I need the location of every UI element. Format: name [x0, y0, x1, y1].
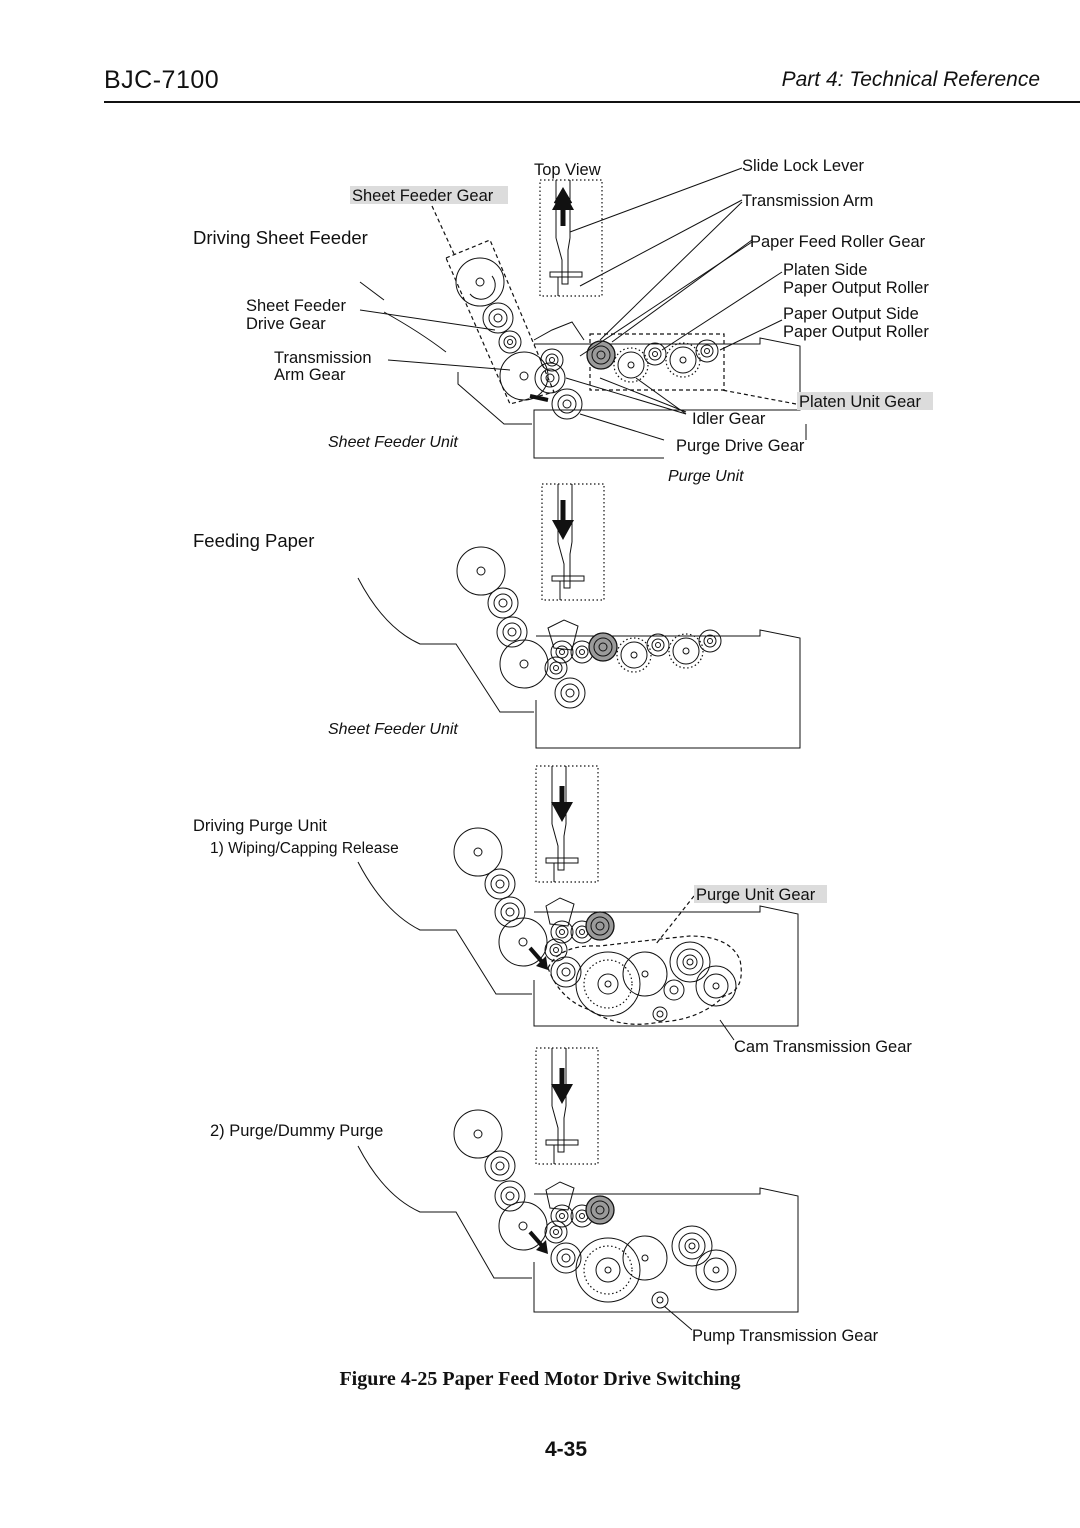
label-idler-gear: Idler Gear [692, 410, 766, 428]
label-sheet-feeder-gear: Sheet Feeder Gear [352, 187, 494, 205]
label-driving-sheet-feeder: Driving Sheet Feeder [193, 227, 368, 248]
label-sheet-feeder-drive-gear-2: Drive Gear [246, 315, 326, 333]
label-paper-feed-roller-gear: Paper Feed Roller Gear [750, 233, 926, 251]
label-platen-side-1: Platen Side [783, 261, 867, 279]
label-purge-dummy: 2) Purge/Dummy Purge [210, 1122, 383, 1140]
label-purge-drive-gear: Purge Drive Gear [676, 437, 805, 455]
label-sheet-feeder-unit: Sheet Feeder Unit [328, 434, 458, 451]
label-sheet-feeder-drive-gear-1: Sheet Feeder [246, 297, 346, 315]
label-platen-unit-gear: Platen Unit Gear [799, 393, 921, 411]
header-section: Part 4: Technical Reference [781, 68, 1040, 91]
label-paper-output-side-1: Paper Output Side [783, 305, 919, 323]
label-purge-unit-gear: Purge Unit Gear [696, 886, 816, 904]
label-platen-side-2: Paper Output Roller [783, 279, 929, 297]
label-paper-output-side-2: Paper Output Roller [783, 323, 929, 341]
label-purge-unit: Purge Unit [668, 468, 744, 485]
panel-feeding-paper: Feeding Paper Sheet Feeder Unit [193, 483, 801, 749]
header-model: BJC-7100 [104, 66, 220, 94]
panel-driving-purge-unit: Driving Purge Unit 1) Wiping/Capping Rel… [193, 765, 912, 1056]
label-sheet-feeder-unit-2: Sheet Feeder Unit [328, 721, 458, 738]
figure-caption: Figure 4-25 Paper Feed Motor Drive Switc… [339, 1368, 741, 1390]
label-top-view: Top View [534, 161, 601, 179]
label-wiping-capping: 1) Wiping/Capping Release [210, 840, 399, 857]
header-rule [104, 101, 1080, 103]
label-pump-transmission-gear: Pump Transmission Gear [692, 1327, 879, 1345]
label-transmission-arm-gear-1: Transmission [274, 349, 372, 367]
label-driving-purge-unit: Driving Purge Unit [193, 817, 327, 835]
page-number: 4-35 [544, 1438, 588, 1461]
label-slide-lock-lever: Slide Lock Lever [742, 157, 864, 175]
panel-purge-dummy-purge: 2) Purge/Dummy Purge Pump Transmission G… [210, 1047, 879, 1345]
label-transmission-arm-gear-2: Arm Gear [274, 366, 346, 384]
label-feeding-paper: Feeding Paper [193, 530, 314, 551]
label-cam-transmission-gear: Cam Transmission Gear [734, 1038, 912, 1056]
panel-driving-sheet-feeder: Sheet Feeder Gear Top View Driving Sheet… [193, 157, 933, 485]
label-transmission-arm: Transmission Arm [742, 192, 873, 210]
